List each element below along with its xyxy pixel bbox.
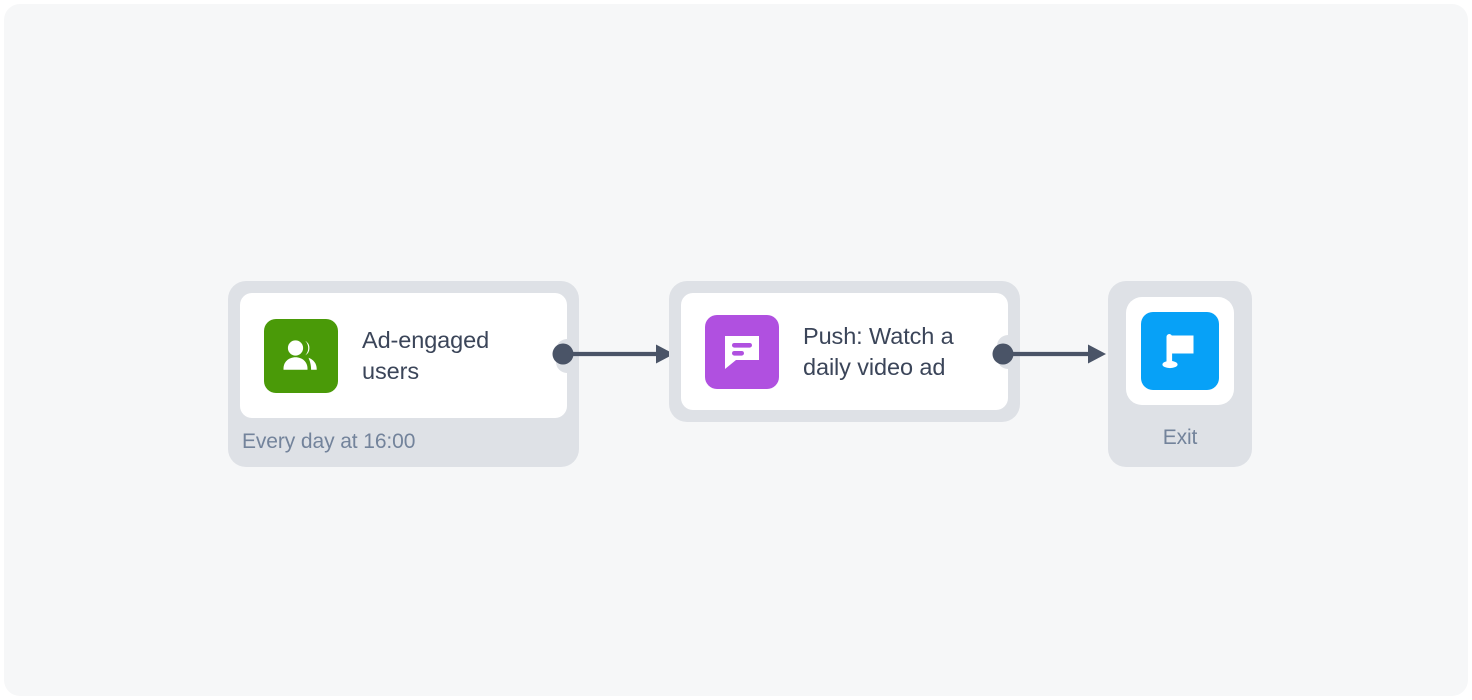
speech-bubble-icon [705, 314, 779, 389]
people-group-icon [264, 318, 338, 393]
trigger-node-subtitle: Every day at 16:00 [242, 430, 416, 453]
trigger-node-title: Ad-engaged users [362, 326, 490, 384]
connector-push-to-exit[interactable] [992, 334, 1108, 374]
push-node-title: Push: Watch a daily video ad [803, 322, 954, 380]
flow-node-exit[interactable]: Exit [1108, 281, 1252, 467]
exit-node-card[interactable] [1126, 297, 1234, 405]
exit-node-label: Exit [1162, 426, 1198, 449]
flag-icon [1141, 312, 1219, 390]
push-node-card[interactable]: Push: Watch a daily video ad [681, 293, 1019, 410]
flow-node-trigger[interactable]: Ad-engaged users Every day at 16:00 [228, 281, 579, 467]
connector-arrowhead [1088, 344, 1106, 364]
trigger-node-card[interactable]: Ad-engaged users [240, 293, 578, 418]
flow-canvas[interactable]: Ad-engaged users Every day at 16:00 [4, 4, 1468, 696]
flow-diagram: Ad-engaged users Every day at 16:00 [4, 4, 1468, 696]
connector-trigger-to-push[interactable] [552, 334, 676, 374]
connector-arrowhead [656, 344, 674, 364]
flow-node-push[interactable]: Push: Watch a daily video ad [669, 281, 1020, 422]
